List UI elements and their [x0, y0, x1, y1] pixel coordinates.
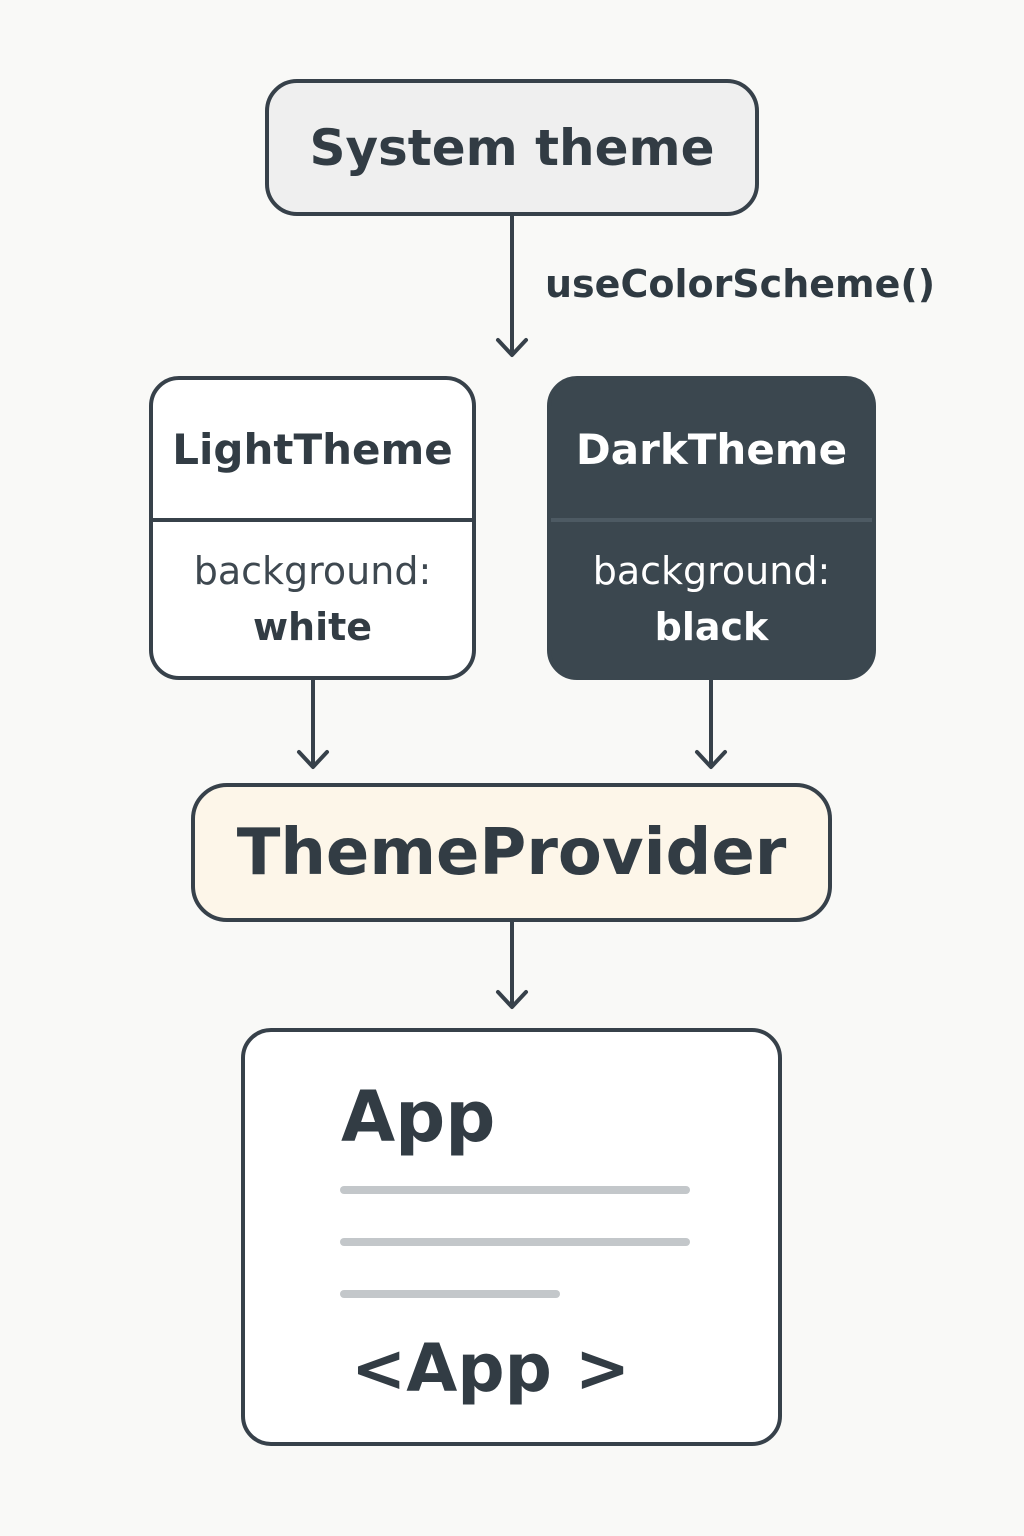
- arrow-system-to-themes: [496, 214, 528, 357]
- placeholder-line: [340, 1290, 560, 1298]
- dark-theme-card: DarkTheme background: black: [547, 376, 876, 680]
- light-theme-body: background: white: [153, 522, 472, 676]
- theme-provider-node: ThemeProvider: [191, 783, 832, 922]
- arrow-provider-to-app: [496, 920, 528, 1009]
- dark-theme-value: black: [654, 605, 769, 649]
- light-theme-title: LightTheme: [153, 380, 472, 522]
- arrow-dark-to-provider: [695, 678, 727, 769]
- light-theme-card: LightTheme background: white: [149, 376, 476, 680]
- system-theme-node: System theme: [265, 79, 759, 216]
- app-node: App <App >: [241, 1028, 782, 1446]
- placeholder-line: [340, 1186, 690, 1194]
- arrow-light-to-provider: [297, 678, 329, 769]
- dark-theme-property: background:: [592, 549, 831, 593]
- app-title: App: [341, 1076, 496, 1158]
- light-theme-value: white: [252, 605, 373, 649]
- dark-theme-body: background: black: [551, 522, 872, 676]
- system-theme-label: System theme: [309, 118, 715, 177]
- light-theme-property: background:: [193, 549, 432, 593]
- app-component-tag: <App >: [351, 1330, 631, 1407]
- use-color-scheme-label: useColorScheme(): [545, 262, 936, 306]
- theme-provider-label: ThemeProvider: [236, 815, 787, 890]
- placeholder-line: [340, 1238, 690, 1246]
- dark-theme-title: DarkTheme: [551, 380, 872, 522]
